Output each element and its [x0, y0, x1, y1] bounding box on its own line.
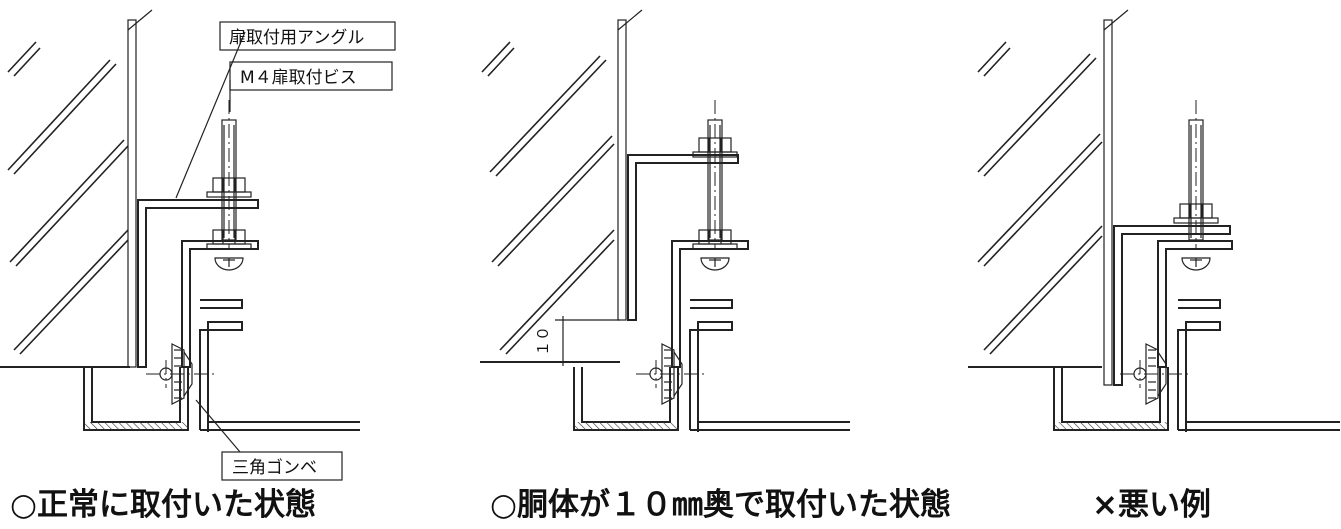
- screw-label-box: [229, 61, 393, 91]
- caption-bad: ×悪い例: [1092, 487, 1211, 523]
- angle-label: 扉取付用アングル: [229, 28, 364, 48]
- body-hatching: [481, 41, 615, 355]
- grommet-label-box: [221, 451, 343, 481]
- dimension-label: １０: [534, 326, 552, 356]
- panel-normal: 扉取付用アングル M４扉取付ビス 三角ゴンベ: [0, 9, 396, 481]
- body-hatching: [7, 41, 129, 355]
- body-hatching: [977, 41, 1103, 355]
- caption-recessed: ○胴体が１０㎜奥で取付いた状態: [490, 487, 951, 523]
- grommet-label: 三角ゴンベ: [232, 457, 317, 478]
- caption-normal: ○正常に取付いた状態: [10, 487, 316, 523]
- panel-bad-example: [968, 9, 1340, 432]
- angle-label-box: [219, 21, 396, 51]
- screw-label: M４扉取付ビス: [240, 68, 357, 88]
- panel-recessed: １０: [480, 9, 850, 432]
